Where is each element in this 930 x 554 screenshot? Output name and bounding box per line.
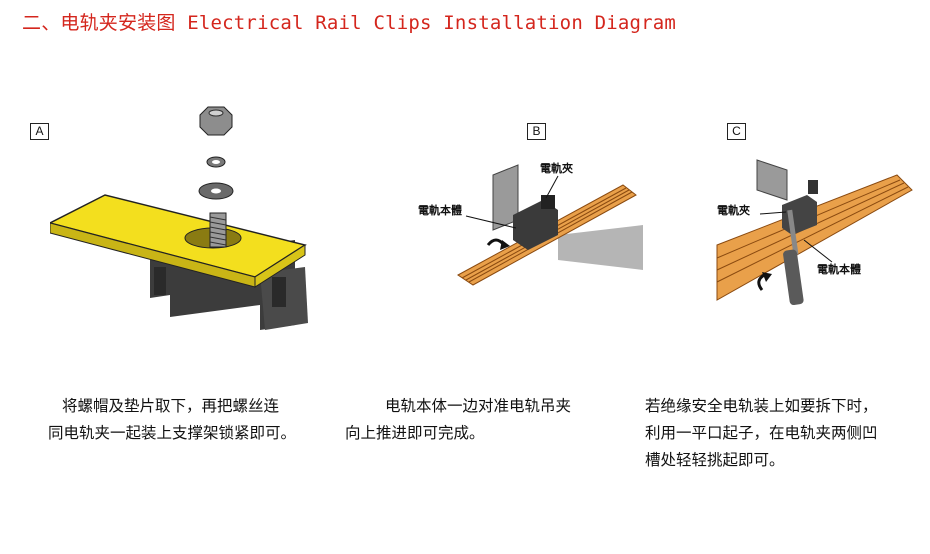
diagram-title: 二、电轨夹安装图 Electrical Rail Clips Installat…: [22, 12, 677, 34]
callout-clip-c: 電軌夾: [717, 203, 750, 217]
figure-a-clip-assembly: [50, 106, 308, 330]
panel-label-b: B: [527, 123, 546, 140]
figure-b-rail-insertion: 電軌夾 電軌本體: [418, 161, 643, 286]
caption-a: 将螺帽及垫片取下，再把螺丝连 同电轨夹一起装上支撑架锁紧即可。: [48, 397, 297, 442]
panel-label-c: C: [727, 123, 746, 140]
panel-label-a: A: [30, 123, 49, 140]
callout-clip-b: 電軌夾: [540, 161, 573, 175]
caption-b: 电轨本体一边对准电轨吊夹 向上推进即可完成。: [345, 397, 572, 442]
figure-c-clip-removal: 電軌夾 電軌本體: [716, 159, 913, 306]
callout-body-c: 電軌本體: [817, 262, 861, 276]
caption-c: 若绝缘安全电轨装上如要拆下时， 利用一平口起子，在电轨夹两侧凹 槽处轻轻挑起即可…: [645, 397, 878, 469]
callout-body-b: 電軌本體: [418, 203, 462, 217]
